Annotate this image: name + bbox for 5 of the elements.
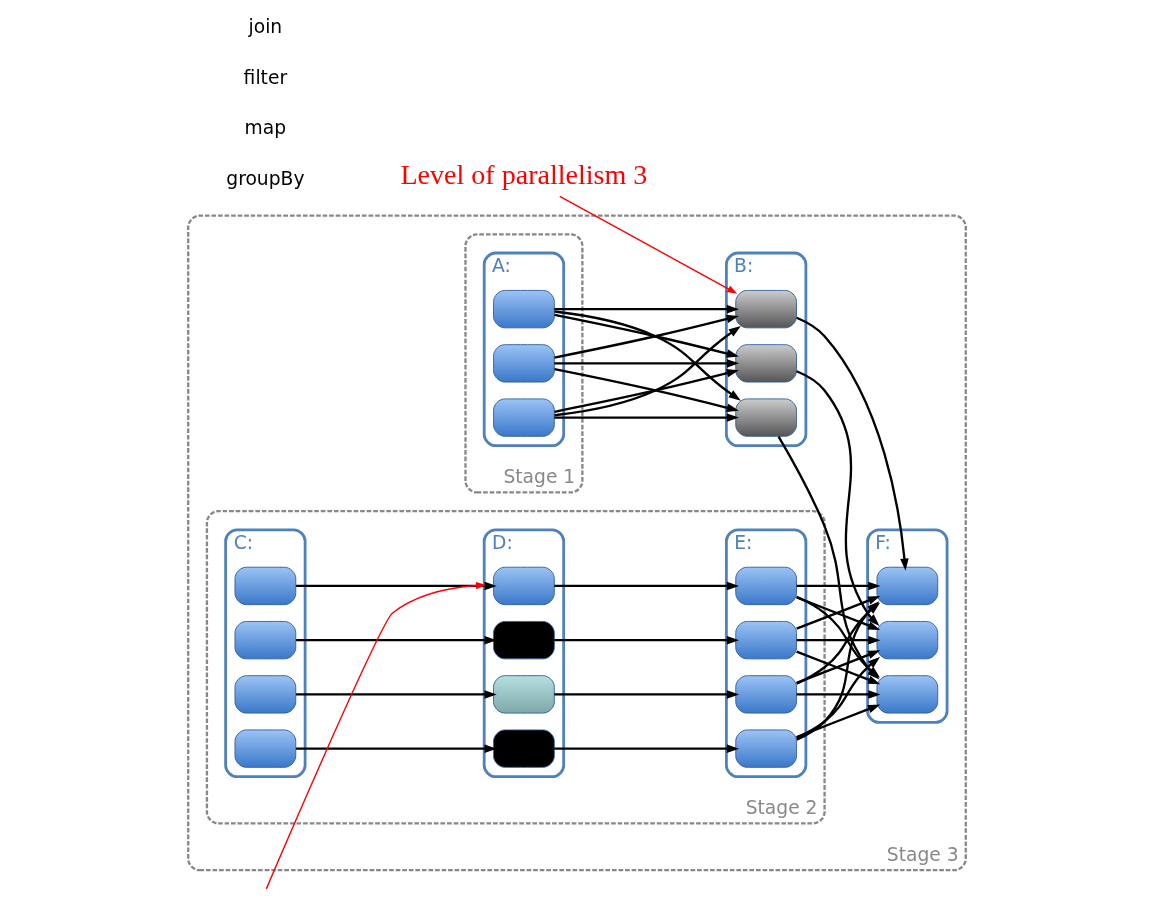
label: join [248, 16, 282, 38]
node-text: Level of parallelism 3 [399, 159, 647, 191]
label: groupBy [225, 167, 304, 189]
label: map [244, 117, 286, 139]
label: filter [243, 66, 287, 88]
